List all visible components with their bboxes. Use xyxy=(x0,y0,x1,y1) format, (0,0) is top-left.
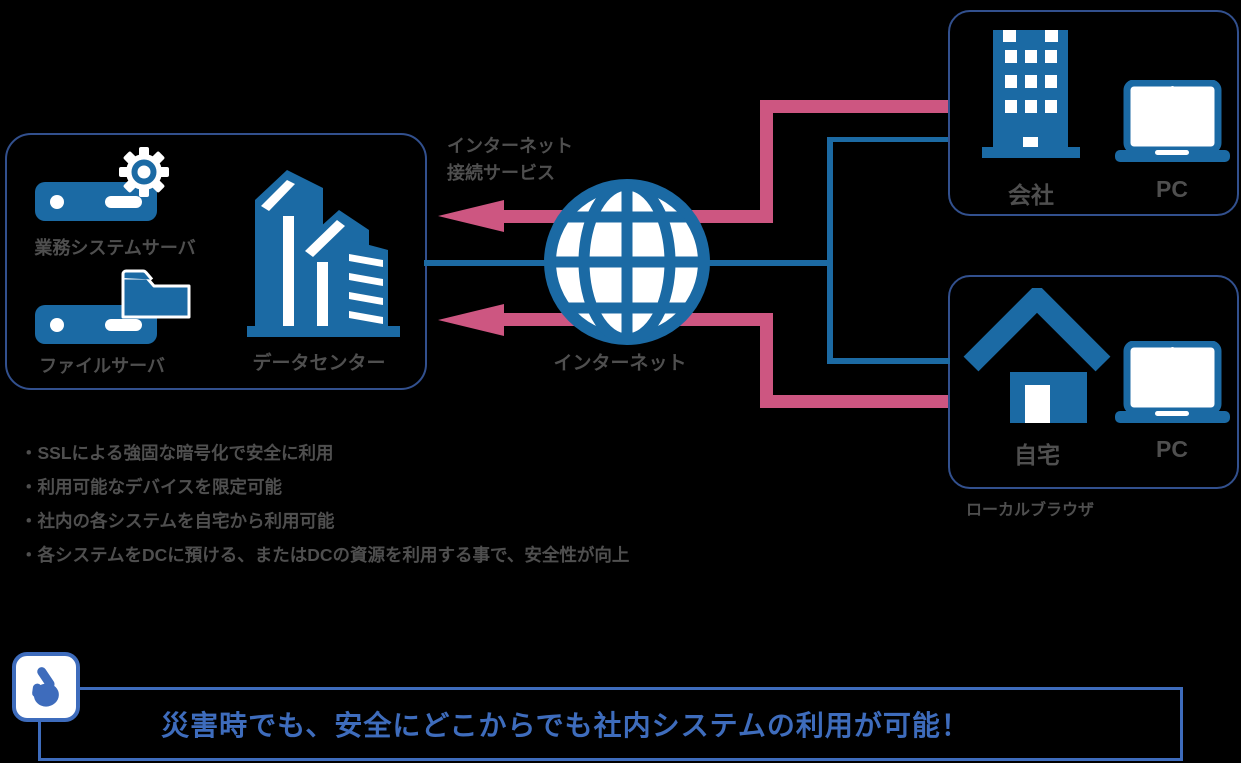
arrow-office-vertical xyxy=(760,100,773,223)
benefit-item: ・SSLによる強固な暗号化で安全に利用 xyxy=(20,443,334,463)
server-led xyxy=(50,195,64,209)
arrow-left-icon xyxy=(438,304,504,336)
server-slot xyxy=(105,319,142,331)
internet-label: インターネット xyxy=(553,353,687,374)
datacenter-building-icon xyxy=(243,158,403,338)
arrow-home-vertical xyxy=(760,313,773,408)
internet-service-label-line1: インターネット xyxy=(447,136,573,156)
server-slot xyxy=(105,196,142,208)
line-branch-to-home xyxy=(827,358,950,364)
house-icon xyxy=(963,288,1111,424)
home-pc-label: PC xyxy=(1156,436,1188,462)
line-branch-to-office xyxy=(827,137,948,142)
gear-icon xyxy=(118,146,170,198)
laptop-icon xyxy=(1115,80,1230,162)
benefit-item: ・社内の各システムを自宅から利用可能 xyxy=(20,511,335,531)
benefit-item: ・各システムをDCに預ける、またはDCの資源を利用する事で、安全性が向上 xyxy=(20,545,630,565)
file-server-label: ファイルサーバ xyxy=(39,356,165,376)
arrow-left-icon xyxy=(438,200,504,232)
benefit-item: ・利用可能なデバイスを限定可能 xyxy=(20,477,282,497)
line-branch-vertical xyxy=(827,137,833,364)
office-building-icon xyxy=(982,30,1080,158)
app-server-icon xyxy=(35,182,157,221)
office-group-box xyxy=(948,10,1239,216)
banner-box: 災害時でも、安全にどこからでも社内システムの利用が可能！ xyxy=(38,687,1183,761)
datacenter-label: データセンター xyxy=(252,353,386,374)
laptop-icon xyxy=(1115,341,1230,423)
banner-message: 災害時でも、安全にどこからでも社内システムの利用が可能！ xyxy=(161,710,970,741)
internet-service-label-line2: 接続サービス xyxy=(447,163,555,183)
arrow-office-horizontal xyxy=(760,100,948,113)
home-group-box xyxy=(948,275,1239,489)
pointing-hand-icon xyxy=(12,652,80,722)
office-label: 会社 xyxy=(1008,182,1054,208)
arrow-home-horizontal xyxy=(760,395,948,408)
home-label: 自宅 xyxy=(1014,442,1060,468)
local-browser-caption: ローカルブラウザ xyxy=(966,502,1095,519)
app-server-label: 業務システムサーバ xyxy=(34,238,196,258)
server-led xyxy=(50,318,64,332)
folder-icon xyxy=(120,266,192,320)
globe-icon xyxy=(542,177,712,347)
benefit-list: ・SSLによる強固な暗号化で安全に利用 ・利用可能なデバイスを限定可能 ・社内の… xyxy=(20,436,629,572)
office-pc-label: PC xyxy=(1156,176,1188,202)
